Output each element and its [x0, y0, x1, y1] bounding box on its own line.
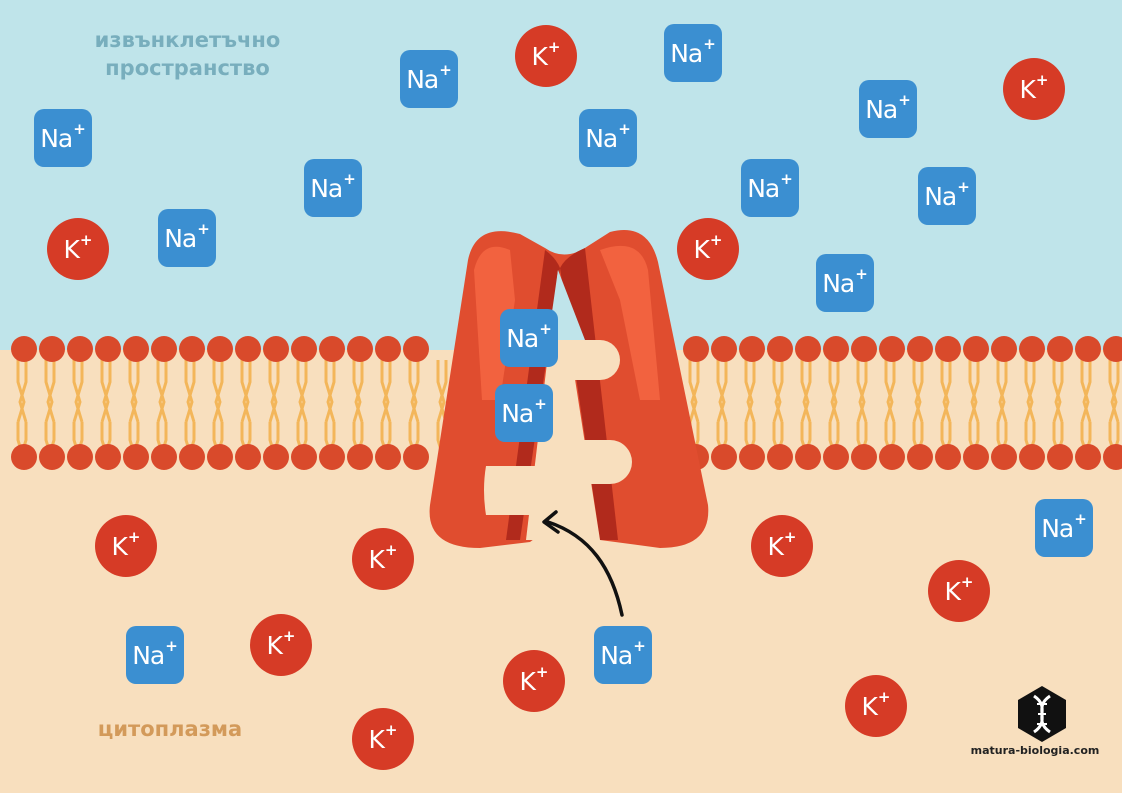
lipid-head [123, 336, 149, 362]
arrow-icon [542, 510, 624, 617]
sodium-ion: Na+ [400, 50, 458, 108]
potassium-ion: K+ [1003, 58, 1065, 120]
website-label: matura-biologia.com [970, 744, 1100, 757]
sodium-ion: Na+ [158, 209, 216, 267]
lipid-head [263, 336, 289, 362]
lipid-head [991, 444, 1017, 470]
lipid-head [179, 336, 205, 362]
lipid-head [1019, 336, 1045, 362]
sodium-ion: Na+ [918, 167, 976, 225]
lipid-head [879, 336, 905, 362]
lipid-head [207, 336, 233, 362]
potassium-ion: K+ [352, 708, 414, 770]
lipid-head [1103, 336, 1122, 362]
lipid-head [39, 336, 65, 362]
extracellular-label: извънклетъчно пространство [94, 28, 281, 80]
lipid-head [347, 444, 373, 470]
lipid-head [375, 444, 401, 470]
sodium-ion: Na+ [741, 159, 799, 217]
lipid-head [1075, 336, 1101, 362]
cytoplasm-label: цитоплазма [97, 717, 243, 741]
lipid-head [851, 336, 877, 362]
lipid-head [1047, 444, 1073, 470]
lipid-head [739, 444, 765, 470]
lipid-head [375, 336, 401, 362]
lipid-head [1103, 444, 1122, 470]
lipid-head [11, 444, 37, 470]
potassium-ion: K+ [47, 218, 109, 280]
sodium-ion: Na+ [1035, 499, 1093, 557]
potassium-ion: K+ [95, 515, 157, 577]
lipid-head [1075, 444, 1101, 470]
lipid-head [263, 444, 289, 470]
sodium-ion: Na+ [859, 80, 917, 138]
lipid-head [123, 444, 149, 470]
lipid-head [207, 444, 233, 470]
lipid-head [347, 336, 373, 362]
lipid-head [95, 444, 121, 470]
lipid-head [711, 444, 737, 470]
potassium-ion: K+ [677, 218, 739, 280]
lipid-head [851, 444, 877, 470]
lipid-head [1019, 444, 1045, 470]
lipid-head [683, 336, 709, 362]
lipid-head [991, 336, 1017, 362]
lipid-head [739, 336, 765, 362]
potassium-ion: K+ [250, 614, 312, 676]
potassium-ion: K+ [845, 675, 907, 737]
lipid-head [403, 336, 429, 362]
sodium-ion: Na+ [594, 626, 652, 684]
lipid-head [767, 336, 793, 362]
potassium-ion: K+ [751, 515, 813, 577]
lipid-head [39, 444, 65, 470]
sodium-ion: Na+ [664, 24, 722, 82]
lipid-head [403, 444, 429, 470]
lipid-head [935, 444, 961, 470]
lipid-head [67, 444, 93, 470]
sodium-ion-bound: Na+ [495, 384, 553, 442]
lipid-head [935, 336, 961, 362]
sodium-ion: Na+ [304, 159, 362, 217]
lipid-head [1047, 336, 1073, 362]
lipid-head [151, 336, 177, 362]
lipid-head [963, 336, 989, 362]
lipid-head [291, 444, 317, 470]
sodium-ion-bound: Na+ [500, 309, 558, 367]
lipid-head [879, 444, 905, 470]
sodium-ion: Na+ [34, 109, 92, 167]
lipid-head [319, 336, 345, 362]
lipid-head [235, 444, 261, 470]
lipid-head [711, 336, 737, 362]
lipid-head [823, 444, 849, 470]
potassium-ion: K+ [352, 528, 414, 590]
sodium-potassium-pump [429, 230, 709, 548]
lipid-head [151, 444, 177, 470]
lipid-head [67, 336, 93, 362]
lipid-head [963, 444, 989, 470]
potassium-ion: K+ [515, 25, 577, 87]
lipid-heads [11, 336, 1122, 470]
lipid-head [795, 444, 821, 470]
lipid-head [795, 336, 821, 362]
sodium-ion: Na+ [126, 626, 184, 684]
potassium-ion: K+ [928, 560, 990, 622]
lipid-head [95, 336, 121, 362]
lipid-head [907, 444, 933, 470]
lipid-head [823, 336, 849, 362]
lipid-head [319, 444, 345, 470]
sodium-ion: Na+ [579, 109, 637, 167]
potassium-ion: K+ [503, 650, 565, 712]
dna-logo-icon [1018, 686, 1066, 742]
lipid-head [11, 336, 37, 362]
lipid-head [179, 444, 205, 470]
sodium-ion: Na+ [816, 254, 874, 312]
lipid-head [767, 444, 793, 470]
lipid-head [291, 336, 317, 362]
lipid-head [235, 336, 261, 362]
lipid-head [907, 336, 933, 362]
